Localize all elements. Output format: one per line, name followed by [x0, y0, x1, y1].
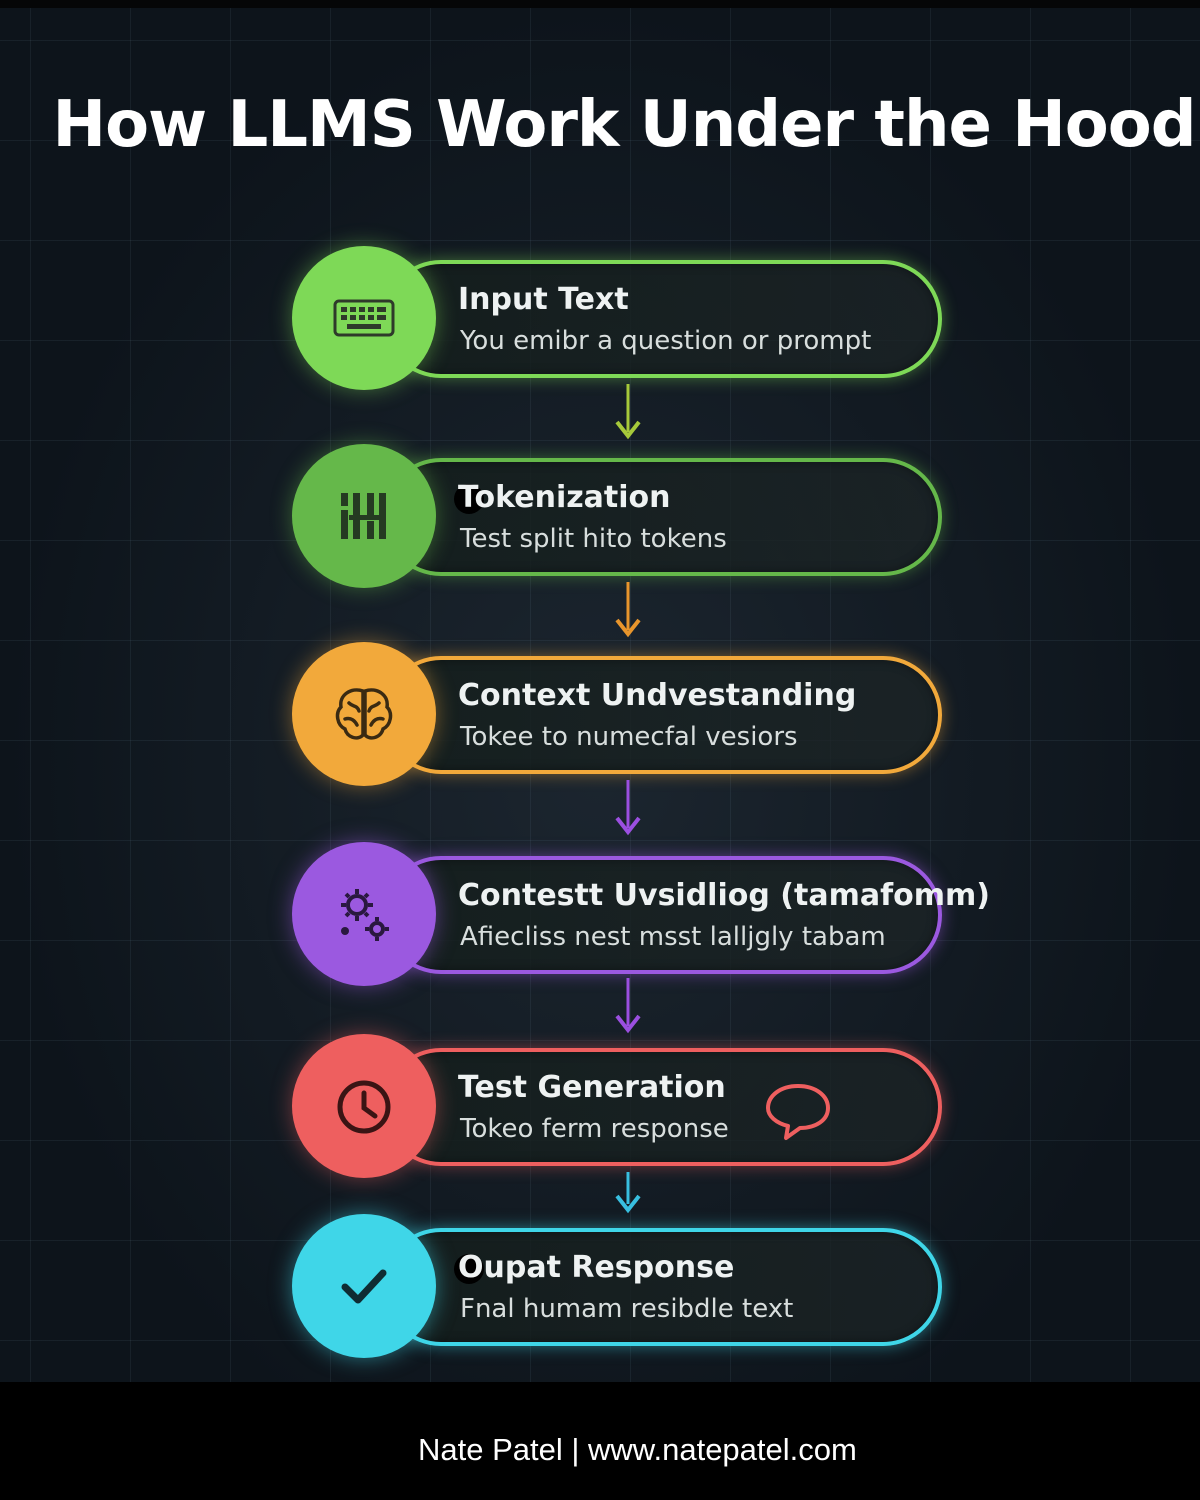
step-title: Oupat Response [458, 1250, 735, 1285]
step-circle [292, 246, 436, 390]
down-arrow-icon [615, 780, 641, 836]
token-bars-icon [341, 493, 386, 539]
step-circle [292, 642, 436, 786]
step-title: Input Text [458, 282, 629, 317]
step-description: You emibr a question or prompt [460, 326, 872, 356]
step-tokenization: Tokenization Test split hito tokens [292, 444, 946, 592]
step-pill [382, 458, 942, 576]
step-transformer: Contestt Uvsidliog (tamafomm) Afiecliss … [292, 842, 990, 990]
keyboard-icon [333, 299, 395, 337]
down-arrow-icon [615, 1172, 641, 1214]
step-pill [382, 1048, 942, 1166]
step-title: Context Undvestanding [458, 678, 857, 713]
step-pill [382, 1228, 942, 1346]
top-border [0, 0, 1200, 8]
checkmark-icon [341, 1269, 387, 1304]
step-title: Test Generation [458, 1070, 726, 1105]
step-title: Contestt Uvsidliog (tamafomm) [458, 878, 990, 913]
step-circle [292, 444, 436, 588]
gears-icon [341, 889, 389, 941]
step-circle [292, 842, 436, 986]
step-circle [292, 1214, 436, 1358]
step-description: Afiecliss nest msst lalljgly tabam [460, 922, 886, 952]
step-pill [382, 656, 942, 774]
down-arrow-icon [615, 384, 641, 440]
step-text-generation: Test Generation Tokeo ferm response [292, 1034, 946, 1182]
step-context-understanding: Context Undvestanding Tokee to numecfal … [292, 642, 946, 790]
step-input-text: Input Text You emibr a question or promp… [292, 246, 946, 394]
down-arrow-icon [615, 978, 641, 1034]
step-pill [382, 856, 942, 974]
infographic-canvas: How LLMS Work Under the Hood Input Text … [0, 0, 1200, 1382]
step-pill [382, 260, 942, 378]
footer-credit: Nate Patel | www.natepatel.com [418, 1432, 857, 1467]
redaction-dot [454, 1254, 484, 1284]
step-title: Tokenization [458, 480, 671, 515]
redaction-dot [454, 484, 484, 514]
step-output-response: Oupat Response Fnal humam resibdle text [292, 1214, 946, 1362]
footer-bar: Nate Patel | www.natepatel.com [0, 1382, 1200, 1500]
step-description: Tokeo ferm response [460, 1114, 729, 1144]
speech-bubble-icon [766, 1084, 830, 1140]
brain-icon [335, 688, 393, 740]
step-circle [292, 1034, 436, 1178]
down-arrow-icon [615, 582, 641, 638]
page-title: How LLMS Work Under the Hood [52, 88, 1197, 162]
clock-icon [337, 1080, 391, 1134]
step-description: Fnal humam resibdle text [460, 1294, 794, 1324]
step-description: Test split hito tokens [460, 524, 727, 554]
step-description: Tokee to numecfal vesiors [460, 722, 798, 752]
